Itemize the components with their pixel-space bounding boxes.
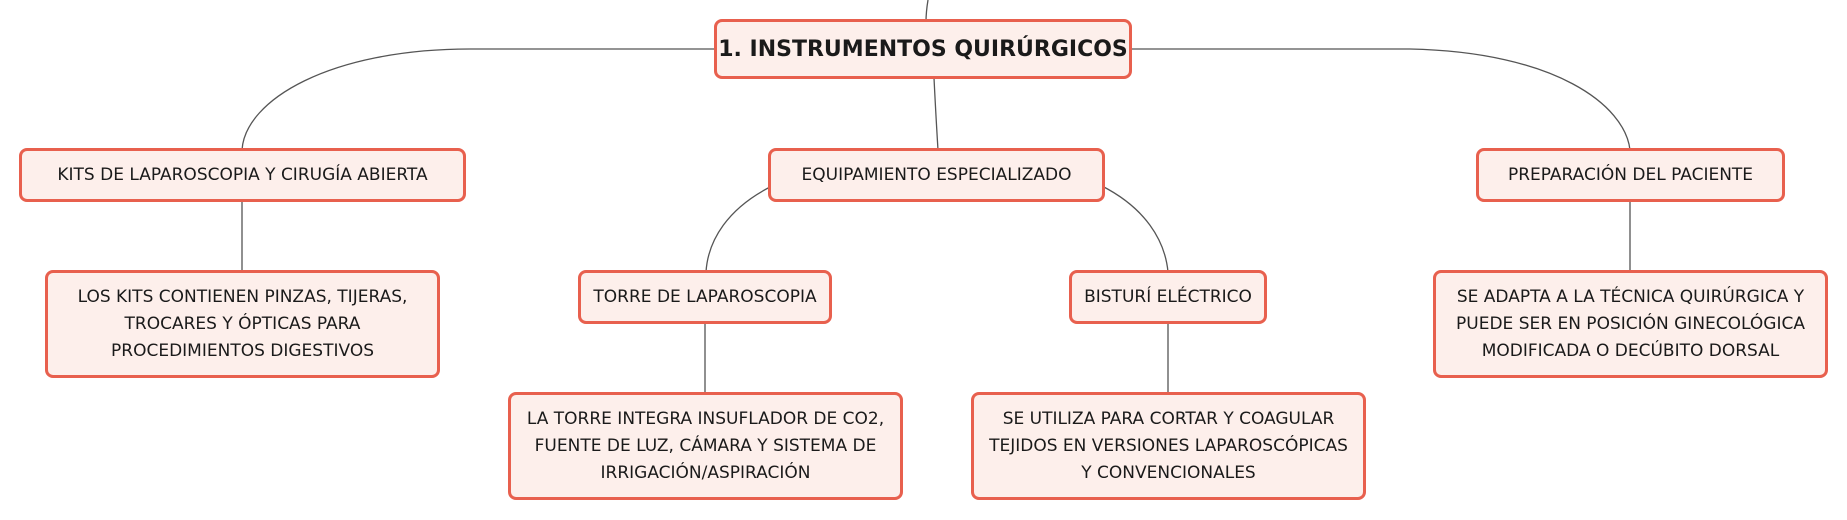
connector-equipamiento-to-torre xyxy=(705,185,773,273)
connector-root-to-preparacion xyxy=(1130,48,1631,151)
node-torre-laparoscopia[interactable]: TORRE DE LAPAROSCOPIA xyxy=(578,270,832,324)
node-bisturi-detail[interactable]: SE UTILIZA PARA CORTAR Y COAGULAR TEJIDO… xyxy=(971,392,1366,500)
connector-root-to-kits xyxy=(241,48,716,151)
root-node[interactable]: 1. INSTRUMENTOS QUIRÚRGICOS xyxy=(714,19,1132,79)
node-preparacion-detail[interactable]: SE ADAPTA A LA TÉCNICA QUIRÚRGICA Y PUED… xyxy=(1433,270,1828,378)
node-bisturi-electrico[interactable]: BISTURÍ ELÉCTRICO xyxy=(1069,270,1267,324)
node-kits-laparoscopia[interactable]: KITS DE LAPAROSCOPIA Y CIRUGÍA ABIERTA xyxy=(19,148,466,202)
connector-root-to-equipamiento xyxy=(933,77,939,151)
connector-equipamiento-to-bisturi xyxy=(1101,185,1169,273)
node-equipamiento-especializado[interactable]: EQUIPAMIENTO ESPECIALIZADO xyxy=(768,148,1105,202)
node-torre-detail[interactable]: LA TORRE INTEGRA INSUFLADOR DE CO2, FUEN… xyxy=(508,392,903,500)
node-preparacion-paciente[interactable]: PREPARACIÓN DEL PACIENTE xyxy=(1476,148,1785,202)
node-kits-detail[interactable]: LOS KITS CONTIENEN PINZAS, TIJERAS, TROC… xyxy=(45,270,440,378)
